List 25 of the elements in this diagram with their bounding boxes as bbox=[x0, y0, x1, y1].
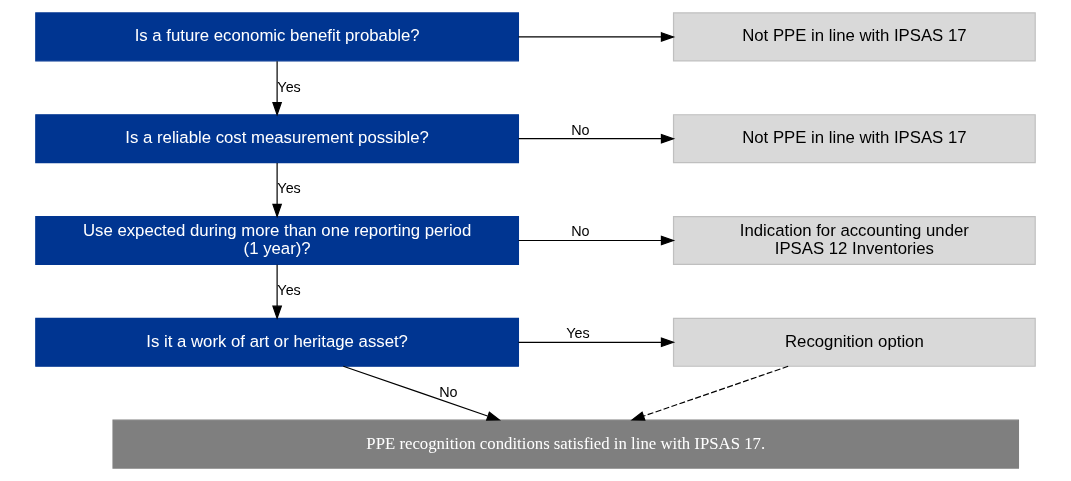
node-box: Indication for accounting under IPSAS 12 Inventories bbox=[672, 215, 1036, 266]
arrow bbox=[272, 264, 283, 320]
arrow bbox=[518, 133, 676, 144]
node-box: Use expected during more than one reporting period (1 year)? bbox=[35, 215, 520, 266]
node-box: PPE recognition conditions satisfied in line with IPSAS 17. bbox=[112, 419, 1020, 469]
node-box: Recognition option bbox=[672, 317, 1036, 367]
edge-label: No bbox=[439, 383, 458, 400]
edge-label: Yes bbox=[277, 180, 301, 197]
arrow bbox=[272, 162, 283, 219]
edge-label: Yes bbox=[277, 282, 301, 299]
node-box: Not PPE in line with IPSAS 17 bbox=[672, 114, 1036, 164]
node-box: Is a reliable cost measurement possible? bbox=[35, 114, 520, 164]
arrow bbox=[518, 31, 676, 42]
node-box: Is it a work of art or heritage asset? bbox=[35, 317, 520, 367]
arrow bbox=[518, 235, 676, 246]
edge-label: Yes bbox=[277, 78, 301, 95]
arrow bbox=[630, 365, 789, 421]
node-box: Is a future economic benefit probable? bbox=[35, 12, 520, 62]
node-box: Not PPE in line with IPSAS 17 bbox=[672, 12, 1036, 62]
edge-label: No bbox=[571, 121, 590, 138]
edge-label: Yes bbox=[566, 325, 590, 342]
arrow bbox=[342, 365, 502, 421]
arrow bbox=[518, 337, 676, 348]
arrow bbox=[272, 60, 283, 117]
edge-label: No bbox=[571, 223, 590, 240]
